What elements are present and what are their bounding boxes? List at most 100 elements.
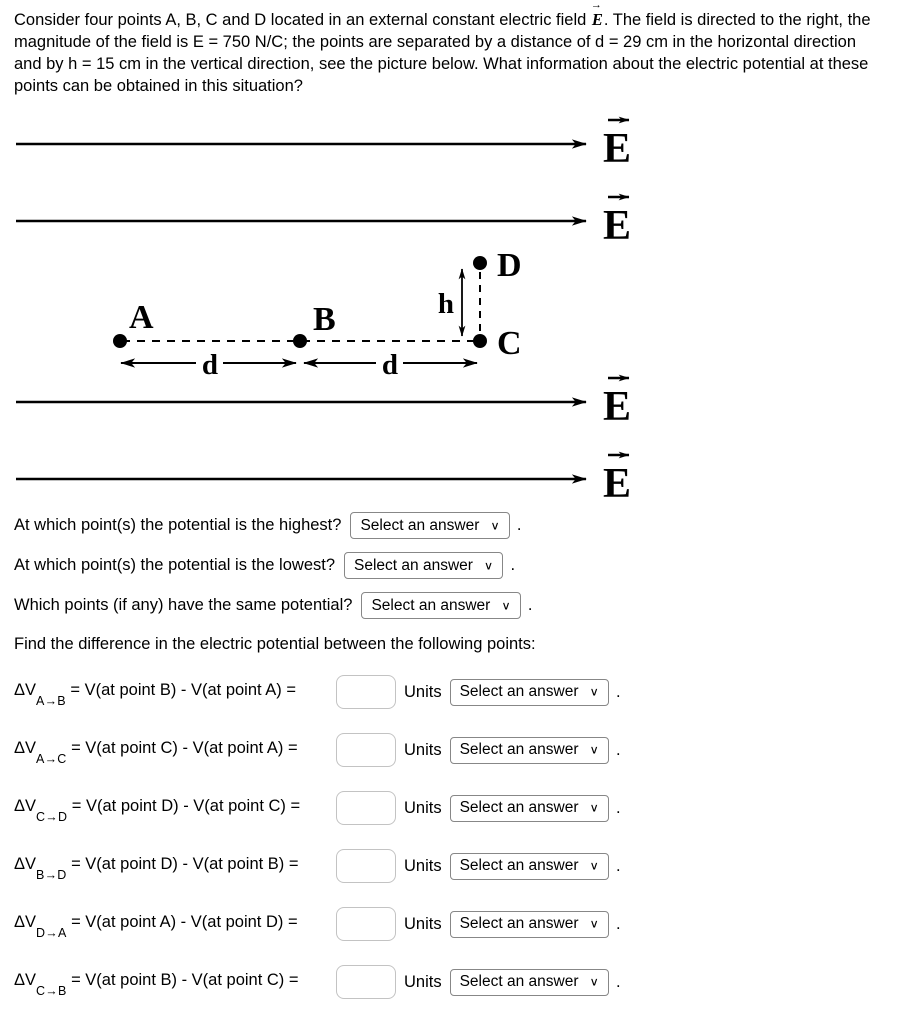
equation-rest: = V(at point D) - V(at point B) = (66, 855, 299, 874)
units-DA-select[interactable]: Select an answer ∨ (449, 910, 610, 938)
equation-rest: = V(at point B) - V(at point C) = (66, 971, 299, 990)
select-label: Select an answer (459, 799, 579, 816)
period: . (616, 798, 621, 817)
units-label: Units (404, 972, 442, 991)
point-label-C: C (497, 325, 522, 362)
question-lowest-text: At which point(s) the potential is the l… (14, 556, 336, 574)
units-label: Units (404, 682, 442, 701)
chevron-down-icon: ∨ (589, 858, 600, 873)
period: . (516, 516, 522, 534)
delta-v-AB-input[interactable] (336, 675, 396, 709)
vector-arrow-icon: → (590, 0, 602, 11)
delta-v-CB-input[interactable] (336, 965, 396, 999)
delta-v-symbol: ΔV (14, 913, 37, 932)
delta-v-symbol: ΔV (14, 797, 37, 816)
field-vector-labels: E E E E (603, 116, 631, 507)
equation-lhs-DA: ΔVD→A = V(at point A) - V(at point D) = (14, 913, 336, 939)
distance-label-d2: d (382, 349, 398, 381)
delta-v-BD-input[interactable] (336, 849, 396, 883)
period: . (616, 914, 621, 933)
delta-v-symbol: ΔV (14, 855, 37, 874)
equation-lhs-CB: ΔVC→B = V(at point B) - V(at point C) = (14, 971, 336, 997)
delta-v-symbol: ΔV (14, 681, 37, 700)
units-label: Units (404, 798, 442, 817)
units-CB-select[interactable]: Select an answer ∨ (449, 968, 610, 996)
lowest-potential-select[interactable]: Select an answer ∨ (344, 552, 504, 579)
period: . (616, 972, 621, 991)
vector-E-letter: E (591, 10, 603, 29)
select-label: Select an answer (459, 857, 579, 874)
subscript-AB: A→B (36, 693, 66, 708)
question-highest-text: At which point(s) the potential is the h… (14, 516, 342, 534)
question-highest-row: At which point(s) the potential is the h… (14, 512, 899, 539)
period: . (616, 682, 621, 701)
chevron-down-icon: ∨ (483, 558, 494, 572)
delta-v-symbol: ΔV (14, 739, 37, 758)
question-same-text: Which points (if any) have the same pote… (14, 596, 353, 614)
point-A (113, 334, 127, 348)
equation-rest: = V(at point B) - V(at point A) = (65, 681, 297, 700)
problem-statement: Consider four points A, B, C and D locat… (0, 0, 899, 97)
equation-rest: = V(at point A) - V(at point D) = (66, 913, 298, 932)
height-label-h: h (438, 288, 454, 320)
field-diagram: E E E E h d d A B C D (16, 116, 631, 507)
subscript-BD: B→D (36, 867, 67, 882)
delta-v-AC-input[interactable] (336, 733, 396, 767)
highest-potential-select[interactable]: Select an answer ∨ (350, 512, 510, 539)
subscript-AC: A→C (36, 751, 67, 766)
problem-text-before: Consider four points A, B, C and D locat… (14, 11, 591, 29)
points (113, 256, 487, 348)
field-label-E-1: E (603, 126, 631, 172)
equation-row-DA: ΔVD→A = V(at point A) - V(at point D) = … (14, 906, 899, 942)
delta-v-CD-input[interactable] (336, 791, 396, 825)
equation-lhs-AB: ΔVA→B = V(at point B) - V(at point A) = (14, 681, 336, 707)
subscript-DA: D→A (36, 925, 67, 940)
chevron-down-icon: ∨ (589, 742, 600, 757)
equation-rest: = V(at point D) - V(at point C) = (67, 797, 301, 816)
label-gap (376, 348, 403, 377)
period: . (616, 740, 621, 759)
chevron-down-icon: ∨ (589, 684, 600, 699)
select-label: Select an answer (459, 973, 579, 990)
chevron-down-icon: ∨ (589, 974, 600, 989)
equation-lhs-BD: ΔVB→D = V(at point D) - V(at point B) = (14, 855, 336, 881)
equation-rest: = V(at point C) - V(at point A) = (66, 739, 298, 758)
questions-section: At which point(s) the potential is the h… (0, 512, 899, 1000)
field-label-E-4: E (603, 461, 631, 507)
field-label-E-2: E (603, 203, 631, 249)
point-label-B: B (313, 301, 336, 338)
period: . (527, 596, 533, 614)
find-difference-heading: Find the difference in the electric pote… (14, 635, 536, 653)
equation-row-CB: ΔVC→B = V(at point B) - V(at point C) = … (14, 964, 899, 1000)
distance-label-d1: d (202, 349, 218, 381)
field-lines (16, 139, 587, 484)
field-label-E-3: E (603, 384, 631, 430)
units-label: Units (404, 740, 442, 759)
chevron-down-icon: ∨ (501, 598, 511, 612)
problem-text-after: . The field is directed to the right, th… (14, 11, 871, 95)
units-CD-select[interactable]: Select an answer ∨ (449, 794, 610, 822)
vector-E-symbol: →E (591, 0, 604, 31)
equation-row-BD: ΔVB→D = V(at point D) - V(at point B) = … (14, 848, 899, 884)
select-label: Select an answer (354, 556, 473, 574)
point-label-A: A (129, 299, 154, 336)
point-D (473, 256, 487, 270)
units-BD-select[interactable]: Select an answer ∨ (449, 852, 610, 880)
delta-v-symbol: ΔV (14, 971, 37, 990)
subscript-CB: C→B (36, 983, 67, 998)
select-label: Select an answer (371, 596, 491, 614)
units-AC-select[interactable]: Select an answer ∨ (449, 736, 610, 764)
subscript-CD: C→D (36, 809, 68, 824)
select-label: Select an answer (459, 915, 579, 932)
equation-row-AC: ΔVA→C = V(at point C) - V(at point A) = … (14, 732, 899, 768)
units-AB-select[interactable]: Select an answer ∨ (449, 678, 610, 706)
same-potential-select[interactable]: Select an answer ∨ (361, 592, 521, 619)
chevron-down-icon: ∨ (589, 916, 600, 931)
chevron-down-icon: ∨ (490, 518, 500, 532)
equation-row-CD: ΔVC→D = V(at point D) - V(at point C) = … (14, 790, 899, 826)
question-same-row: Which points (if any) have the same pote… (14, 592, 899, 619)
equation-row-AB: ΔVA→B = V(at point B) - V(at point A) = … (14, 674, 899, 710)
chevron-down-icon: ∨ (589, 800, 600, 815)
delta-v-DA-input[interactable] (336, 907, 396, 941)
equation-lhs-AC: ΔVA→C = V(at point C) - V(at point A) = (14, 739, 336, 765)
